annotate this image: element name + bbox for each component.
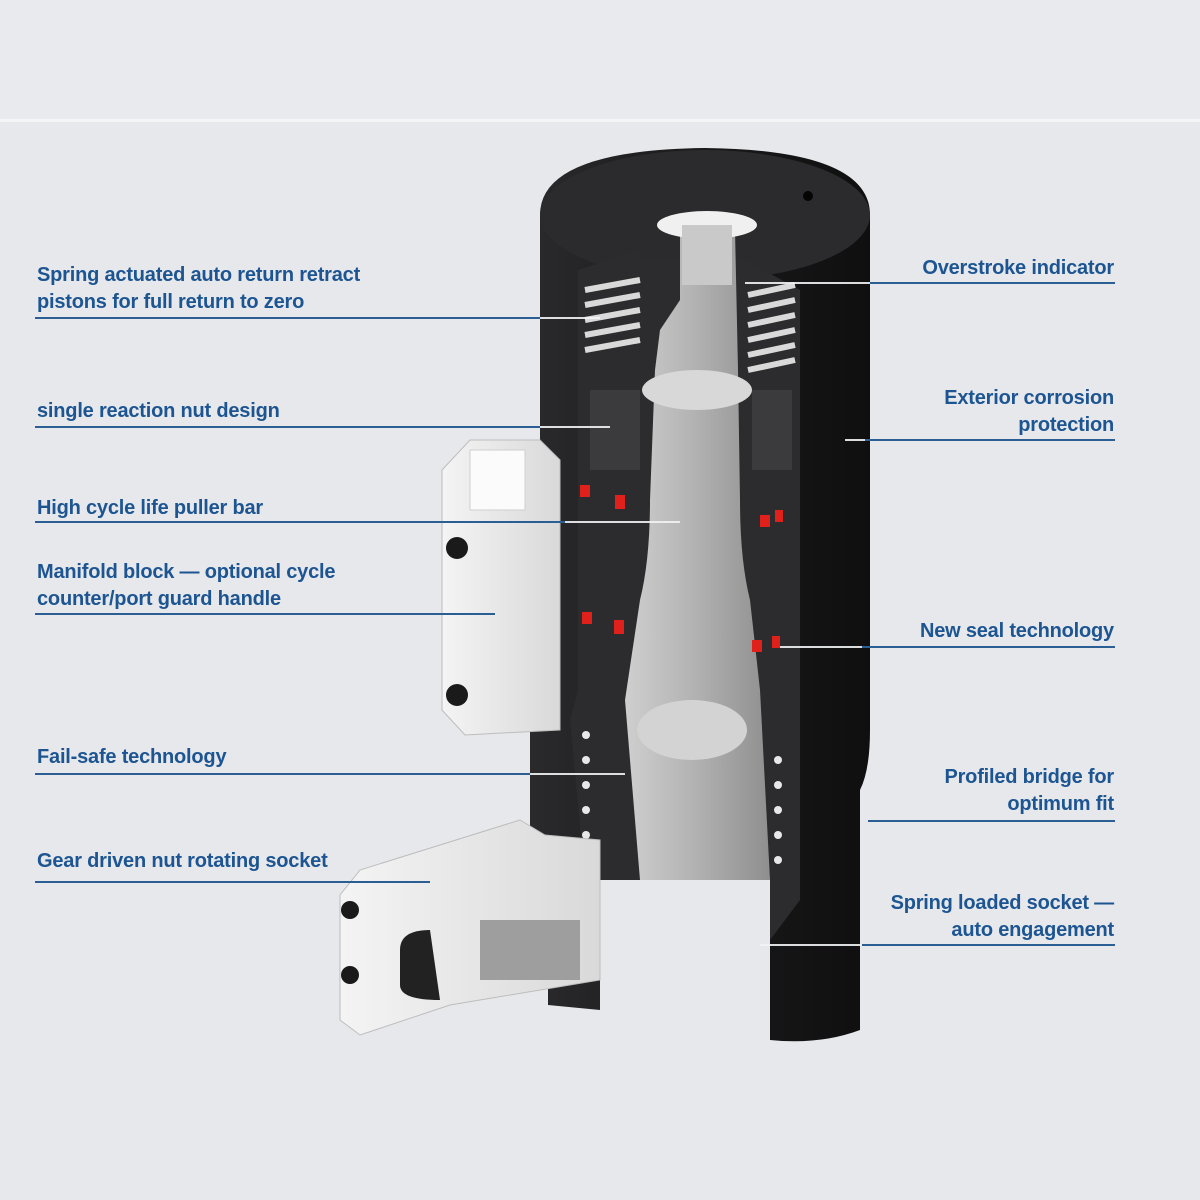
leader-line <box>35 521 565 523</box>
leader-line <box>35 773 530 775</box>
leader-line-pointer <box>780 646 862 648</box>
leader-line <box>35 613 495 615</box>
return-springs <box>584 277 796 373</box>
header-band <box>0 0 1200 122</box>
leader-line-pointer <box>845 439 865 441</box>
label-seal-technology: New seal technology <box>919 620 1114 642</box>
manifold-block <box>441 439 561 736</box>
label-puller-bar: High cycle life puller bar <box>37 497 263 519</box>
leader-line <box>862 944 1115 946</box>
leader-line <box>868 820 1115 822</box>
leader-line-pointer <box>530 773 625 775</box>
leader-line <box>35 426 540 428</box>
gear-drive-block <box>339 819 601 1036</box>
label-fail-safe: Fail-safe technology <box>37 746 227 768</box>
leader-line <box>35 881 430 883</box>
leader-line <box>862 646 1115 648</box>
label-gear-driven-socket: Gear driven nut rotating socket <box>37 850 328 872</box>
leader-line-pointer <box>745 282 870 284</box>
label-reaction-nut: single reaction nut design <box>37 400 280 422</box>
overstroke-indicator-hole <box>803 191 813 201</box>
cylinder-body <box>530 148 870 1042</box>
leader-line <box>865 439 1115 441</box>
leader-line-pointer <box>760 944 862 946</box>
leader-line-pointer <box>540 317 600 319</box>
label-overstroke-indicator: Overstroke indicator <box>922 257 1114 279</box>
label-spring-loaded-socket: Spring loaded socket —auto engagement <box>890 892 1115 941</box>
leader-line <box>35 317 540 319</box>
leader-line-pointer <box>565 521 680 523</box>
leader-line <box>870 282 1115 284</box>
leader-line-pointer <box>540 426 610 428</box>
seals <box>580 485 783 652</box>
